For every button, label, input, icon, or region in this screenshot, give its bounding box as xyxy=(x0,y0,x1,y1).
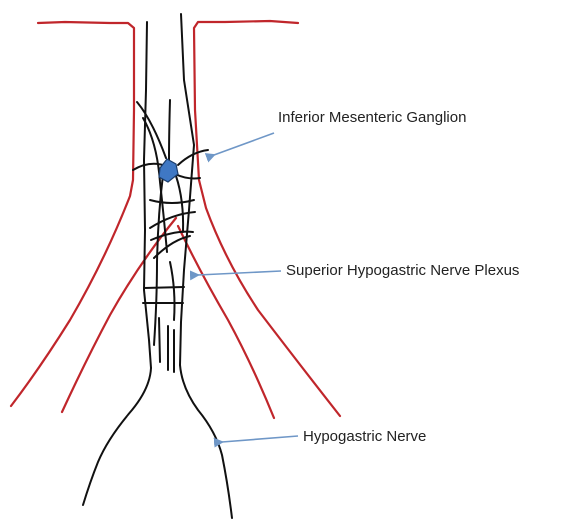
right-outer-vessel xyxy=(194,21,340,416)
plexus-nerve-6 xyxy=(175,174,200,179)
right-trunk-nerve xyxy=(180,14,194,365)
left-iliac-branch xyxy=(62,218,176,412)
plexus-nerve-14 xyxy=(159,318,160,362)
hypogastric-nerve-label: Hypogastric Nerve xyxy=(303,428,426,446)
plexus-nerve-1 xyxy=(137,102,166,158)
plexus-crossbar-1 xyxy=(144,287,184,288)
hypogastric-nerve-left xyxy=(83,368,151,505)
plexus-nerve-3 xyxy=(143,118,167,252)
vessels xyxy=(11,21,340,418)
plexus-nerve-8 xyxy=(176,176,183,232)
plexus-nerve-13 xyxy=(170,262,175,320)
plexus-nerve-9 xyxy=(150,200,194,203)
plexus-nerve-4 xyxy=(169,100,170,160)
inferior-mesenteric-ganglion-label: Inferior Mesenteric Ganglion xyxy=(278,109,466,127)
superior-hypogastric-nerve-plexus-label: Superior Hypogastric Nerve Plexus xyxy=(286,262,519,280)
nerves xyxy=(83,14,232,518)
left-trunk-nerve xyxy=(144,22,151,368)
hypogastric-pointer-arrow xyxy=(222,436,298,442)
left-outer-vessel xyxy=(11,22,134,406)
plexus-pointer-arrow xyxy=(198,271,281,275)
pointer-arrows xyxy=(198,133,298,442)
inferior-mesenteric-ganglion-shape xyxy=(159,159,178,182)
ganglion-pointer-arrow xyxy=(214,133,274,155)
